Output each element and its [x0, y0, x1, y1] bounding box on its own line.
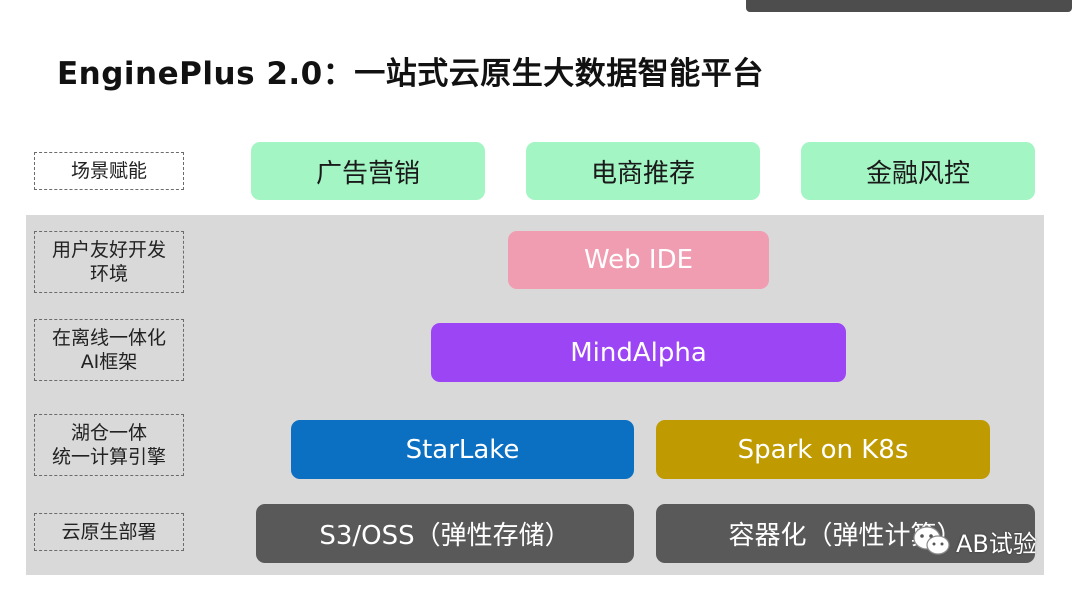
- mindalpha-box: MindAlpha: [431, 323, 846, 382]
- wechat-icon: [913, 526, 950, 555]
- layer-label-scenario: 场景赋能: [34, 152, 184, 190]
- layer-label-deploy: 云原生部署: [34, 513, 184, 551]
- spark-on-k8s-box: Spark on K8s: [656, 420, 990, 479]
- watermark-text: AB试验: [956, 529, 1037, 558]
- layer-label-lakehouse: 湖仓一体 统一计算引擎: [34, 414, 184, 476]
- scenario-box-ad-marketing: 广告营销: [251, 142, 485, 200]
- scenario-box-finance-risk-control: 金融风控: [801, 142, 1035, 200]
- elastic-storage-box: S3/OSS（弹性存储）: [256, 504, 634, 563]
- layer-label-dev-env: 用户友好开发 环境: [34, 231, 184, 293]
- page-title: EnginePlus 2.0：一站式云原生大数据智能平台: [57, 56, 764, 92]
- web-ide-box: Web IDE: [508, 231, 769, 289]
- watermark: AB试验: [912, 523, 1037, 559]
- top-toolbar-strip: [746, 0, 1072, 12]
- layer-label-ai-framework: 在离线一体化 AI框架: [34, 319, 184, 381]
- starlake-box: StarLake: [291, 420, 634, 479]
- scenario-box-ecommerce-recommendation: 电商推荐: [526, 142, 760, 200]
